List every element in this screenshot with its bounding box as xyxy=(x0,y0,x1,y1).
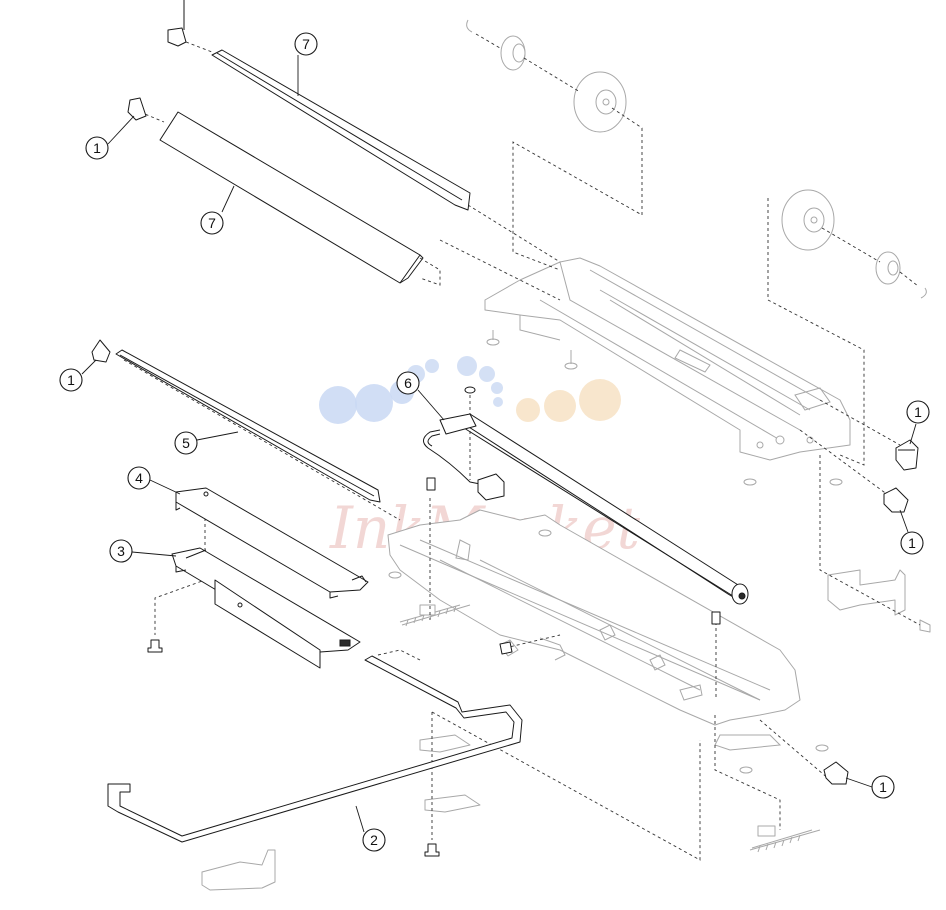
callout-1-mid-left-label: 1 xyxy=(67,372,75,388)
lower-hardware xyxy=(201,604,821,891)
callout-5: 5 xyxy=(174,431,239,455)
part-5-rail xyxy=(115,349,381,503)
callout-5-label: 5 xyxy=(182,435,190,451)
callout-4: 4 xyxy=(127,466,181,495)
callout-2-label: 2 xyxy=(370,832,378,848)
callout-4-label: 4 xyxy=(135,470,143,486)
callout-1-mid-left: 1 xyxy=(59,359,97,392)
callout-1-bottom: 1 xyxy=(845,775,895,799)
callout-1-right-lower: 1 xyxy=(899,509,924,555)
callout-1-bottom-label: 1 xyxy=(879,779,887,795)
part-7-upper-rail xyxy=(211,49,471,211)
callout-7-bottom-label: 7 xyxy=(208,215,216,231)
part-1-clip-right-upper xyxy=(895,439,919,471)
part-1-clip-bottom xyxy=(823,761,849,785)
part-2-ribbon-cable xyxy=(107,655,523,843)
part-7-wide-plate xyxy=(159,111,424,284)
callout-2: 2 xyxy=(355,805,386,852)
right-gear-set xyxy=(781,189,927,299)
callout-7-bottom: 7 xyxy=(200,185,235,235)
callout-1-right-lower-label: 1 xyxy=(908,535,916,551)
callout-1-right-upper-label: 1 xyxy=(914,404,922,420)
callout-6: 6 xyxy=(396,371,445,421)
assembly-guide-lines xyxy=(123,33,921,861)
callout-7-top: 7 xyxy=(294,32,318,96)
part-3-board xyxy=(171,547,361,669)
part-1-clip-right-lower xyxy=(883,487,909,513)
part-4-bracket xyxy=(175,487,369,599)
callout-1-right-upper: 1 xyxy=(906,400,930,445)
upper-gear-set xyxy=(466,19,627,133)
upper-frame-assembly xyxy=(484,257,851,486)
right-bracket xyxy=(827,569,931,633)
callout-1-top-left: 1 xyxy=(85,115,135,160)
part-1-clip-top-left xyxy=(127,0,187,121)
callout-3-label: 3 xyxy=(117,543,125,559)
callout-7-top-label: 7 xyxy=(302,36,310,52)
part-6-roller xyxy=(423,386,749,605)
callout-3: 3 xyxy=(109,539,177,563)
lower-frame-base xyxy=(387,509,829,774)
callout-6-label: 6 xyxy=(404,375,412,391)
screws xyxy=(147,477,721,857)
part-1-clip-mid-left xyxy=(91,339,111,363)
callout-1-top-left-label: 1 xyxy=(93,140,101,156)
